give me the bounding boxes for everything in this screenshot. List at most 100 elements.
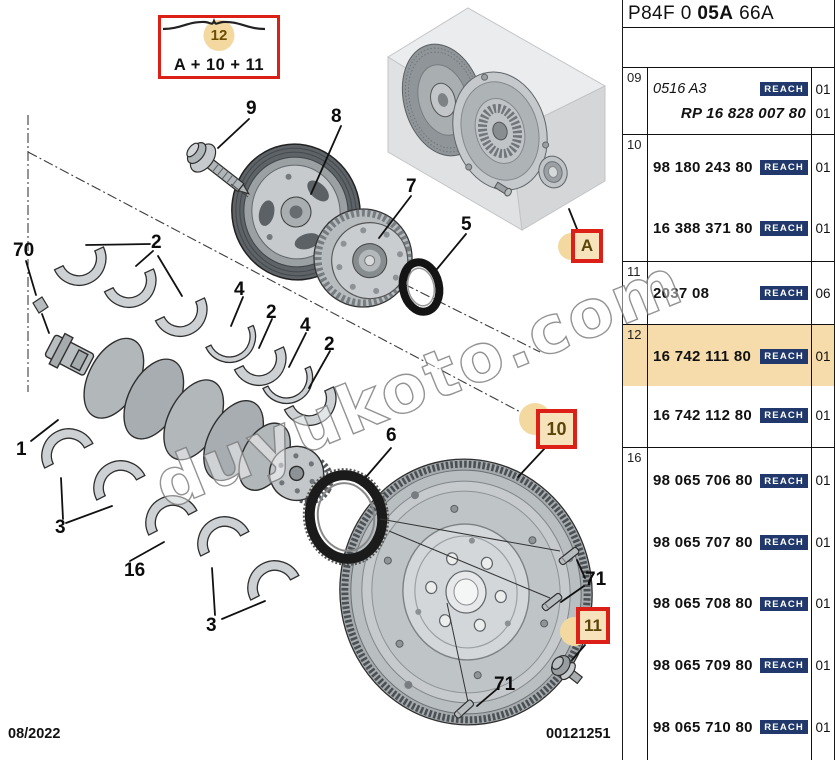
quantity: 01 xyxy=(815,349,831,364)
part-number: 16 742 111 80 xyxy=(653,348,752,365)
part-number: 98 065 708 80 xyxy=(653,595,753,613)
callout-9: 9 xyxy=(246,98,257,119)
callout-6: 6 xyxy=(386,425,397,446)
qty-column-divider xyxy=(811,262,812,324)
reach-badge[interactable]: REACH xyxy=(760,221,808,236)
crankshaft-key xyxy=(32,296,49,314)
part-row[interactable]: 98 065 709 80 REACH 01 xyxy=(648,656,834,676)
quantity: 01 xyxy=(815,408,831,423)
page-reference-header: P84F 0 05A 66A xyxy=(623,0,834,28)
header-suffix: 66A xyxy=(733,3,775,24)
reach-badge[interactable]: REACH xyxy=(760,535,808,550)
group-ref-number: 09 xyxy=(623,68,648,134)
callout-71: 71 xyxy=(494,674,516,695)
part-row[interactable]: RP 16 828 007 80 01 xyxy=(648,103,834,123)
part-row[interactable]: 16 388 371 80 REACH 01 xyxy=(648,219,834,239)
quantity: 01 xyxy=(815,596,831,612)
flywheel-bolt xyxy=(550,654,584,685)
part-number: 16 742 112 80 xyxy=(653,407,752,424)
legend-box[interactable]: 12 A + 10 + 11 xyxy=(158,15,280,79)
part-row[interactable]: 98 065 708 80 REACH 01 xyxy=(648,594,834,614)
brace-icon xyxy=(162,18,266,31)
callout-16: 16 xyxy=(124,560,146,581)
part-number: 2037 08 xyxy=(653,284,710,302)
callout-5: 5 xyxy=(461,214,472,235)
part-number: 98 065 706 80 xyxy=(653,472,753,490)
reach-badge[interactable]: REACH xyxy=(760,285,808,301)
quantity: 01 xyxy=(815,658,831,674)
part-number: 98 065 707 80 xyxy=(653,533,753,551)
parts-group: 10 98 180 243 80 REACH 01 16 388 371 80 REACH… xyxy=(623,135,834,262)
part-row[interactable]: 98 065 706 80 REACH 01 xyxy=(648,471,834,491)
part-row[interactable]: 98 065 707 80 REACH 01 xyxy=(648,532,834,552)
part-row[interactable]: 16 742 111 80 REACH 01 xyxy=(648,347,834,367)
pin-axis-lines xyxy=(379,518,561,703)
clutch-pressure-plate xyxy=(452,71,550,191)
empty-header-band xyxy=(623,28,834,68)
flywheel xyxy=(339,458,593,726)
leader-lines xyxy=(25,118,586,707)
callout-2: 2 xyxy=(151,232,162,253)
reach-badge[interactable]: REACH xyxy=(760,408,808,423)
document-number: 00121251 xyxy=(546,726,611,742)
quantity: 01 xyxy=(815,534,831,550)
callout-70: 70 xyxy=(13,240,35,261)
group-rows: 16 742 111 80 REACH 01 16 742 112 80 REACH 01 xyxy=(648,325,834,447)
group-ref-number: 11 xyxy=(623,262,648,324)
date-stamp: 08/2022 xyxy=(8,726,61,742)
part-number: 16 388 371 80 xyxy=(653,220,753,237)
reach-badge[interactable]: REACH xyxy=(760,658,808,673)
quantity: 01 xyxy=(815,473,831,489)
group-ref-number: 10 xyxy=(623,135,648,261)
callout-4: 4 xyxy=(300,315,311,336)
part-number: RP 16 828 007 80 xyxy=(680,104,806,122)
label-11[interactable]: 11 xyxy=(576,607,610,644)
quantity: 01 xyxy=(815,221,831,236)
quantity: 01 xyxy=(815,105,831,121)
reach-badge[interactable]: REACH xyxy=(760,349,808,364)
part-row[interactable]: 98 180 243 80 REACH 01 xyxy=(648,158,834,178)
diagram-drawing xyxy=(25,7,607,726)
reach-badge[interactable]: REACH xyxy=(760,596,808,612)
quantity: 01 xyxy=(815,160,831,175)
reach-badge[interactable]: REACH xyxy=(760,719,808,735)
group-ref-number: 12 xyxy=(623,325,648,447)
qty-column-divider xyxy=(811,135,812,261)
callout-3: 3 xyxy=(206,615,217,636)
parts-group: 16 98 065 706 80 REACH 01 98 065 707 80 REACH… xyxy=(623,448,834,760)
crankshaft-hub xyxy=(313,208,413,308)
parts-group: 12 16 742 111 80 REACH 01 16 742 112 80 REACH… xyxy=(623,325,834,448)
part-row[interactable]: 16 742 112 80 REACH 01 xyxy=(648,406,834,426)
parts-diagram: duyukoto.com 12 A + 10 + 11 A 10 11 70 9… xyxy=(8,7,695,742)
reach-badge[interactable]: REACH xyxy=(760,473,808,489)
header-code: 05A xyxy=(697,3,734,24)
front-oil-seal xyxy=(398,258,444,316)
label-10[interactable]: 10 xyxy=(536,409,577,449)
quantity: 01 xyxy=(815,719,831,735)
release-bearing xyxy=(538,155,568,189)
part-number: 98 065 709 80 xyxy=(653,657,753,675)
part-number: 0516 A3 xyxy=(653,81,707,97)
part-number: 98 180 243 80 xyxy=(653,159,753,176)
reach-badge[interactable]: REACH xyxy=(760,160,808,175)
callout-2: 2 xyxy=(266,302,277,323)
group-rows: 98 065 706 80 REACH 01 98 065 707 80 REACH 01… xyxy=(648,448,834,760)
qty-column-divider xyxy=(811,448,812,760)
header-prefix: P84F 0 xyxy=(628,3,698,24)
legend-formula: A + 10 + 11 xyxy=(173,56,265,74)
callout-3: 3 xyxy=(55,517,66,538)
callout-7: 7 xyxy=(406,176,417,197)
qty-column-divider xyxy=(811,68,812,134)
qty-column-divider xyxy=(811,325,812,447)
group-ref-number: 16 xyxy=(623,448,648,760)
label-a[interactable]: A xyxy=(571,229,603,263)
reach-badge[interactable]: REACH xyxy=(760,81,808,97)
